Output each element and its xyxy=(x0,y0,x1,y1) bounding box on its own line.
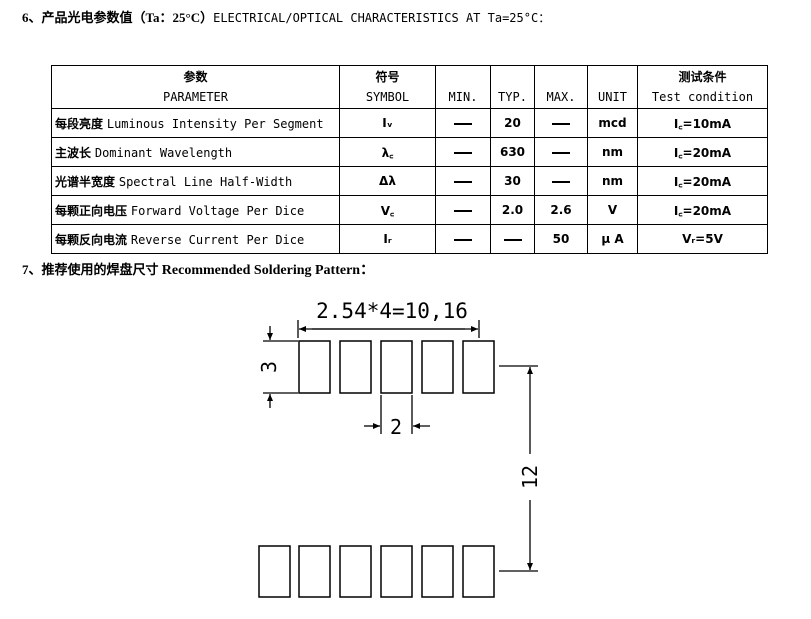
dash-mark xyxy=(454,122,472,125)
solder-pad xyxy=(421,340,454,394)
solder-pad xyxy=(339,545,372,598)
cell-condition: Vᵣ=5V xyxy=(637,224,768,254)
dash-mark xyxy=(552,180,570,183)
section-7-number: 7、 xyxy=(22,262,42,277)
cell-parameter: 主波长 Dominant Wavelength xyxy=(51,137,340,167)
cell-typ: 20 xyxy=(490,108,535,138)
cell-parameter: 光谱半宽度 Spectral Line Half-Width xyxy=(51,166,340,196)
dim-row-spacing: 12 xyxy=(518,465,542,489)
solder-pad xyxy=(462,545,495,598)
header-max: MAX. xyxy=(534,65,588,109)
cell-max: 50 xyxy=(534,224,588,254)
dash-mark xyxy=(454,180,472,183)
dash-mark xyxy=(503,238,522,241)
section-6-title-en: ELECTRICAL/OPTICAL CHARACTERISTICS AT Ta… xyxy=(213,11,551,25)
solder-pad xyxy=(380,545,413,598)
dim-pad-height: 3 xyxy=(257,361,281,373)
cell-unit: V xyxy=(587,195,638,225)
cell-parameter: 每段亮度 Luminous Intensity Per Segment xyxy=(51,108,340,138)
solder-pad xyxy=(380,340,413,394)
dash-mark xyxy=(454,151,472,154)
cell-typ xyxy=(490,224,535,254)
section-6-title-zh: 产品光电参数值（Ta：25°C） xyxy=(41,10,214,25)
solder-pad xyxy=(462,340,495,394)
section-7-title-zh: 推荐使用的焊盘尺寸 xyxy=(41,262,159,277)
cell-symbol: Iᵣ xyxy=(339,224,436,254)
dim-pad-width: 2 xyxy=(390,415,402,439)
header-typ: TYP. xyxy=(490,65,535,109)
cell-max xyxy=(534,137,588,167)
solder-pad xyxy=(258,545,291,598)
cell-typ: 30 xyxy=(490,166,535,196)
cell-symbol: Δλ xyxy=(339,166,436,196)
cell-max xyxy=(534,108,588,138)
cell-condition: I꜀=20mA xyxy=(637,166,768,196)
solder-pad xyxy=(421,545,454,598)
section-7-title-en: Recommended Soldering Pattern： xyxy=(161,263,375,278)
bottom-pad-row xyxy=(258,545,495,598)
cell-unit: μ A xyxy=(587,224,638,254)
dim-pitch-total: 2.54*4=10,16 xyxy=(316,299,468,323)
section-7-heading: 7、推荐使用的焊盘尺寸 Recommended Soldering Patter… xyxy=(22,262,374,279)
cell-condition: I꜀=20mA xyxy=(637,195,768,225)
cell-unit: mcd xyxy=(587,108,638,138)
dash-mark xyxy=(552,122,570,125)
solder-pad xyxy=(298,340,331,394)
dash-mark xyxy=(454,209,472,212)
section-6-heading: 6、产品光电参数值（Ta：25°C）ELECTRICAL/OPTICAL CHA… xyxy=(22,10,550,26)
cell-condition: I꜀=20mA xyxy=(637,137,768,167)
dash-mark xyxy=(454,238,472,241)
header-min: MIN. xyxy=(435,65,491,109)
cell-min xyxy=(435,224,491,254)
cell-parameter: 每颗反向电流 Reverse Current Per Dice xyxy=(51,224,340,254)
cell-symbol: V꜀ xyxy=(339,195,436,225)
cell-unit: nm xyxy=(587,137,638,167)
solder-pad xyxy=(339,340,372,394)
top-pad-row xyxy=(298,340,495,394)
solder-pad xyxy=(298,545,331,598)
dash-mark xyxy=(552,151,570,154)
cell-parameter: 每颗正向电压 Forward Voltage Per Dice xyxy=(51,195,340,225)
cell-unit: nm xyxy=(587,166,638,196)
section-6-number: 6、 xyxy=(22,10,42,25)
